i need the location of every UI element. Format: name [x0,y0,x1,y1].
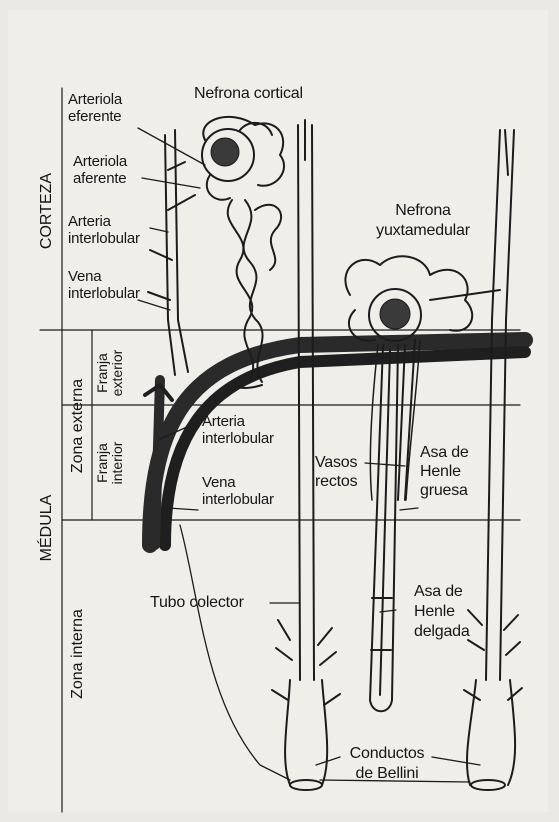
arteriola-eferente-line2: eferente [68,108,122,125]
arteria-interlobular-medulla-label: Arteria interlobular [202,413,274,447]
vena-interlobular-cortex-label: Vena interlobular [68,268,140,302]
zona-externa-label: Zona externa [70,376,86,476]
vena-interlobular-cortex-line1: Vena [68,268,140,285]
nefrona-yuxtamedular-label: Nefrona yuxtamedular [358,201,488,241]
asa-henle-delgada-label: Asa de Henle delgada [414,582,470,642]
franja-exterior-label: Franja exterior [95,341,129,405]
medula-label: MÉDULA [39,491,55,565]
vasos-rectos-line2: rectos [315,472,357,491]
arteria-interlobular-cortex-label: Arteria interlobular [68,213,140,247]
zona-interna-label: Zona interna [70,604,86,704]
arteria-interlobular-medulla-line1: Arteria [202,413,274,430]
vena-interlobular-medulla-label: Vena interlobular [202,474,274,508]
asa-henle-delgada-line1: Asa de [414,582,470,602]
conductos-bellini-label: Conductos de Bellini [340,744,434,784]
franja-interior-line2: interior [110,431,125,495]
arteriola-aferente-line2: aferente [73,170,127,187]
henle-loop [370,340,415,711]
nefrona-yuxtamedular-line2: yuxtamedular [358,221,488,241]
nefrona-yuxtamedular-line1: Nefrona [358,201,488,221]
vena-interlobular-cortex-line2: interlobular [68,285,140,302]
corteza-label: CORTEZA [39,166,55,256]
franja-interior-label: Franja interior [95,431,129,495]
cortical-glomerulus [202,117,284,200]
vena-interlobular-medulla-line2: interlobular [202,491,274,508]
vasos-rectos-label: Vasos rectos [315,453,357,491]
asa-henle-delgada-line2: Henle [414,602,470,622]
conductos-bellini-line1: Conductos [340,744,434,764]
asa-henle-delgada-line3: delgada [414,622,470,642]
franja-interior-line1: Franja [95,431,110,495]
asa-henle-gruesa-line2: Henle [420,462,469,481]
arteria-interlobular-cortex-line2: interlobular [68,230,140,247]
arteriola-aferente-label: Arteriola aferente [73,153,127,187]
vena-interlobular-medulla-line1: Vena [202,474,274,491]
arteriola-eferente-label: Arteriola eferente [68,91,122,125]
franja-exterior-line1: Franja [95,341,110,405]
tubo-colector-label: Tubo colector [150,594,244,611]
nefrona-cortical-label: Nefrona cortical [194,85,303,102]
franja-exterior-line2: exterior [110,341,125,405]
arteria-interlobular-cortex-line1: Arteria [68,213,140,230]
arteriola-eferente-line1: Arteriola [68,91,122,108]
interlobular-vessels-cortex [148,130,195,375]
asa-henle-gruesa-line1: Asa de [420,443,469,462]
juxtamedullary-glomerulus [345,256,500,341]
arteriola-aferente-line1: Arteriola [73,153,127,170]
asa-henle-gruesa-label: Asa de Henle gruesa [420,443,469,500]
vasos-rectos-line1: Vasos [315,453,357,472]
arteria-interlobular-medulla-line2: interlobular [202,430,274,447]
conductos-bellini-line2: de Bellini [340,764,434,784]
asa-henle-gruesa-line3: gruesa [420,481,469,500]
